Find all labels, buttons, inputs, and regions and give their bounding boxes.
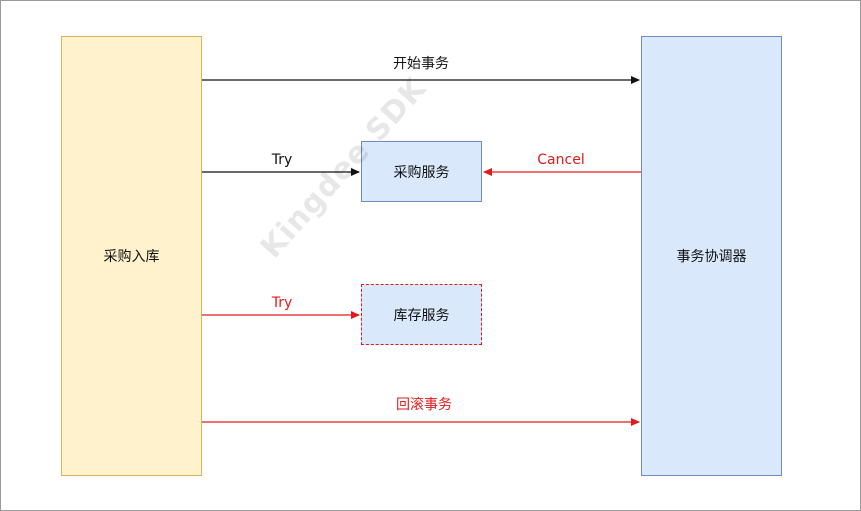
rollback-transaction-label: 回滚事务 [396,397,452,413]
transaction-coordinator-label: 事务协调器 [676,249,747,265]
try-purchase-label: Try [271,152,293,168]
procurement-inbound-node[interactable]: 采购入库 [61,36,202,476]
procurement-inbound-label: 采购入库 [103,249,160,265]
transaction-coordinator-node[interactable]: 事务协调器 [641,36,782,476]
purchase-service-node[interactable]: 采购服务 [361,141,482,202]
try-inventory-label: Try [271,295,293,311]
cancel-purchase-label: Cancel [537,152,585,168]
purchase-service-label: 采购服务 [393,164,450,181]
inventory-service-node[interactable]: 库存服务 [361,284,482,345]
begin-transaction-label: 开始事务 [393,56,449,72]
inventory-service-label: 库存服务 [393,307,450,324]
